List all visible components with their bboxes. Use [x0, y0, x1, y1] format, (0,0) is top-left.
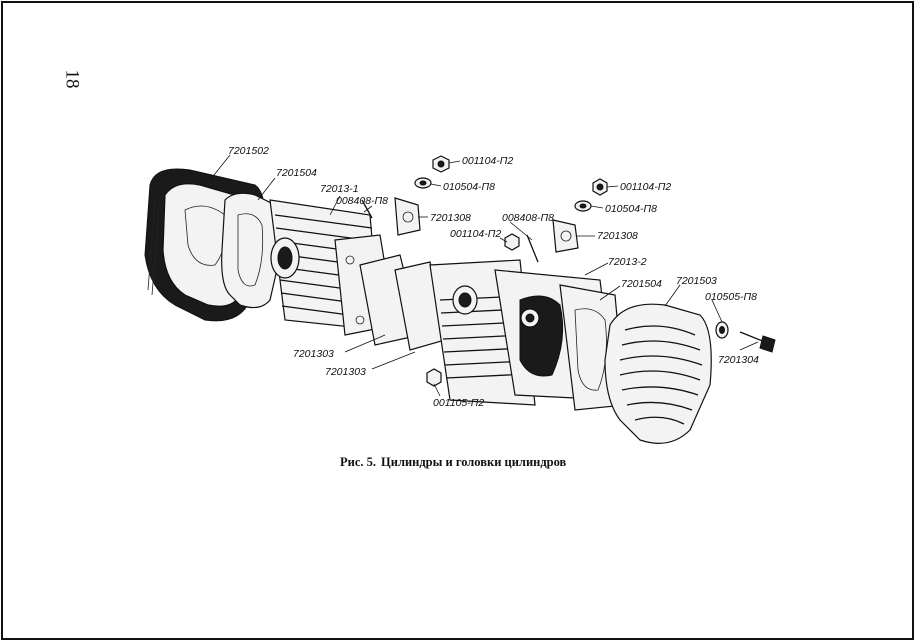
leader-lines	[209, 154, 759, 397]
figure-caption-title: Цилиндры и головки цилиндров	[381, 455, 567, 469]
callout-010504-p8-right: 010504-П8	[605, 203, 657, 215]
callout-7201304: 7201304	[718, 354, 759, 366]
callout-001104-p2-top-left: 001104-П2	[462, 155, 513, 167]
callout-010504-p8-left: 010504-П8	[443, 181, 495, 193]
callout-008408-p8-left: 008408-П8	[336, 195, 388, 207]
figure-caption: Рис. 5. Цилиндры и головки цилиндров	[340, 455, 566, 470]
callout-001105-p2: 001105-П2	[433, 397, 484, 409]
right-head-cover	[604, 303, 712, 444]
callout-7201504-right: 7201504	[621, 278, 662, 290]
figure-caption-number: Рис. 5.	[340, 455, 377, 469]
callout-7201502: 7201502	[228, 145, 269, 157]
callout-010505-p8: 010505-П8	[705, 291, 757, 303]
callout-7201503: 7201503	[676, 275, 717, 287]
callout-001104-p2-mid: 001104-П2	[450, 228, 501, 240]
callout-7201303-upper: 7201303	[293, 348, 334, 360]
callout-7201303-lower: 7201303	[325, 366, 366, 378]
left-gasket	[221, 192, 282, 309]
right-bolt-washer	[715, 321, 776, 353]
small-hardware	[361, 155, 608, 387]
left-base-gaskets	[334, 234, 446, 351]
callout-72013-1: 72013-1	[320, 183, 359, 195]
callout-72013-2: 72013-2	[608, 256, 647, 268]
callout-7201308-left: 7201308	[430, 212, 471, 224]
callout-008408-p8-right: 008408-П8	[502, 212, 554, 224]
callout-7201308-right: 7201308	[597, 230, 638, 242]
callout-001104-p2-top-right: 001104-П2	[620, 181, 671, 193]
callout-7201504-left: 7201504	[276, 167, 317, 179]
